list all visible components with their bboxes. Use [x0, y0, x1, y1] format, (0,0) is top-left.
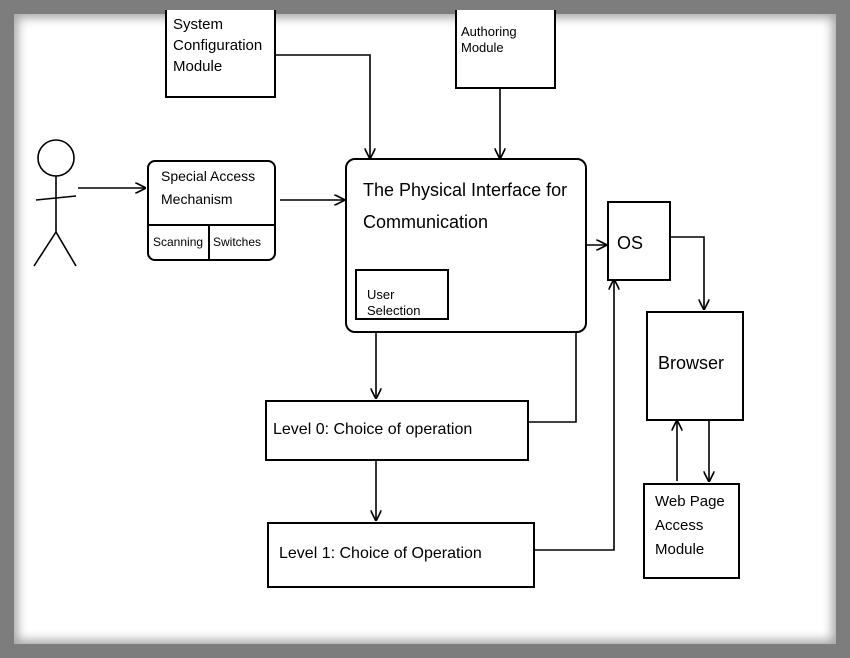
- level1-box: Level 1: Choice of Operation: [267, 522, 535, 588]
- scanning-label: Scanning: [153, 235, 204, 249]
- authoring-module-label: Authoring Module: [461, 24, 517, 55]
- authoring-module-box: Authoring Module: [455, 10, 556, 89]
- user-actor-icon: [33, 139, 77, 267]
- web-page-access-module-box: Web Page Access Module: [643, 483, 740, 579]
- edge-level1-os: [535, 280, 614, 551]
- user-selection-box: User Selection: [355, 269, 449, 320]
- os-label: OS: [617, 233, 644, 253]
- system-configuration-label-line-1: System: [173, 16, 224, 33]
- level0-box: Level 0: Choice of operation: [265, 400, 529, 461]
- edge-os-browser: [671, 236, 704, 309]
- edge-sysconfig-interface: [275, 54, 370, 158]
- system-configuration-module-box: System Configuration Module: [165, 10, 276, 98]
- user-selection-label: User Selection: [367, 287, 421, 318]
- os-box: OS: [607, 201, 671, 281]
- special-access-sub-divider: [208, 224, 210, 259]
- special-access-label-line-2: Mechanism: [161, 190, 233, 207]
- edge-level0-os: [528, 245, 606, 423]
- level1-label: Level 1: Choice of Operation: [279, 545, 482, 562]
- switches-label: Switches: [213, 235, 262, 249]
- web-page-access-label-line-3: Module: [655, 541, 705, 558]
- physical-interface-label-line-1: The Physical Interface for: [363, 180, 568, 200]
- system-configuration-label-line-2: Configuration: [173, 37, 263, 54]
- browser-box: Browser: [646, 311, 744, 421]
- browser-label: Browser: [658, 353, 725, 373]
- system-configuration-label-line-3: Module: [173, 58, 223, 75]
- physical-interface-label-line-2: Communication: [363, 211, 489, 232]
- special-access-divider: [149, 224, 274, 226]
- level0-label: Level 0: Choice of operation: [273, 421, 473, 438]
- special-access-mechanism-box: Special Access Mechanism Scanning Switch…: [147, 160, 276, 261]
- web-page-access-label-line-2: Access: [655, 517, 704, 534]
- web-page-access-label-line-1: Web Page: [655, 493, 725, 510]
- special-access-label-line-1: Special Access: [161, 168, 256, 184]
